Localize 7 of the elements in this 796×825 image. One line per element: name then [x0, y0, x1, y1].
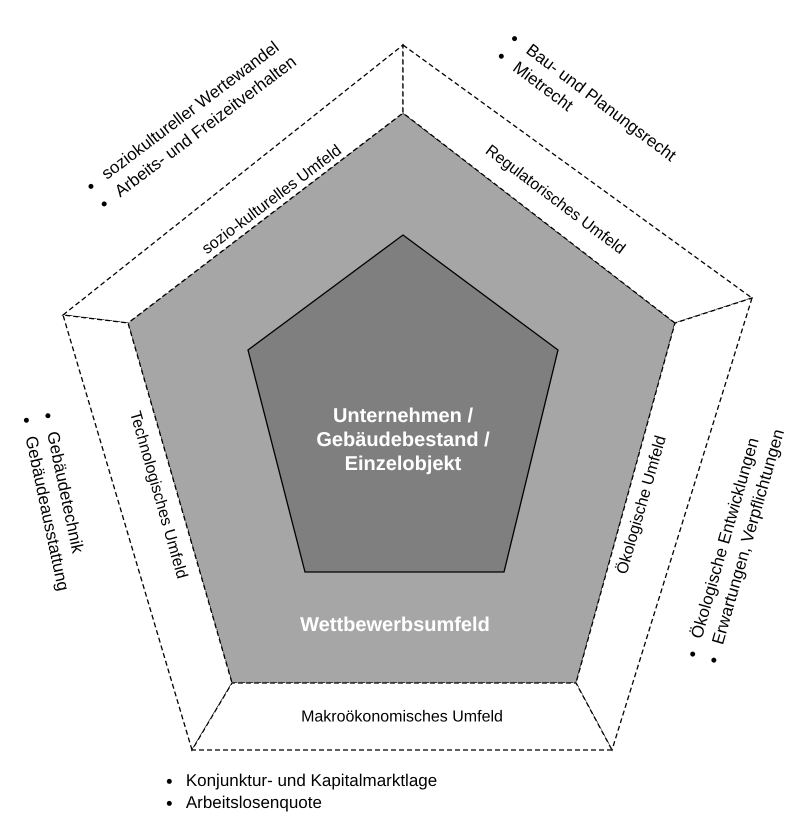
- segment-label: Unternehmen / Gebäudebestand / Einzelobjekt: [315, 404, 491, 476]
- segment-label: Wettbewerbsumfeld: [299, 613, 491, 637]
- environment-segment: [403, 45, 752, 323]
- bullet-item: Konjunktur- und Kapitalmarktlage: [186, 770, 438, 792]
- environment-segment: [192, 683, 612, 750]
- bullet-item: Arbeitslosenquote: [186, 792, 322, 814]
- segment-label: Makroökonomisches Umfeld: [301, 707, 503, 727]
